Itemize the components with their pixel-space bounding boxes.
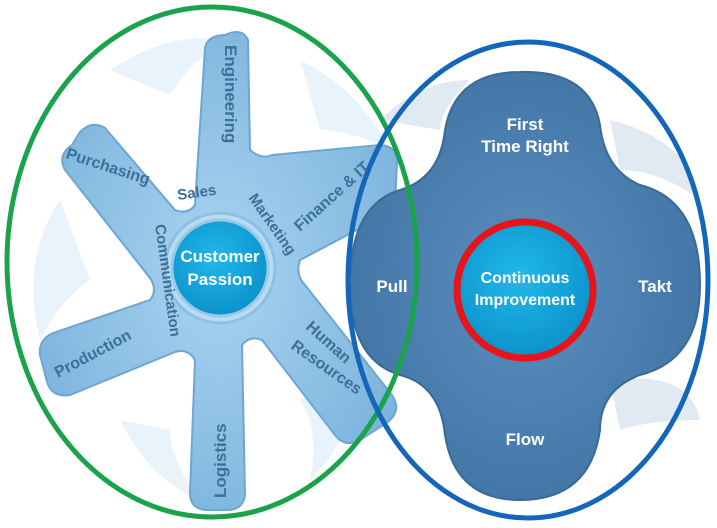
left-green-ellipse <box>4 4 420 520</box>
right-blue-ellipse <box>345 39 711 521</box>
engineering-label: Engineering <box>221 45 240 143</box>
customer-passion-line2: Passion <box>187 270 252 289</box>
sales-label: Sales <box>176 182 217 204</box>
first-time-right-line2: Time Right <box>481 137 569 156</box>
takt-label: Takt <box>638 277 672 296</box>
left-center-circle <box>170 218 270 318</box>
continuous-improvement-line1: Continuous <box>481 270 570 287</box>
first-time-right-line1: First <box>507 115 544 134</box>
logistics-label: Logistics <box>211 423 230 498</box>
right-center-circle <box>453 218 597 362</box>
pull-label: Pull <box>376 277 407 296</box>
customer-passion-line1: Customer <box>180 247 260 266</box>
continuous-improvement-line2: Improvement <box>475 292 576 309</box>
flow-label: Flow <box>506 430 545 449</box>
